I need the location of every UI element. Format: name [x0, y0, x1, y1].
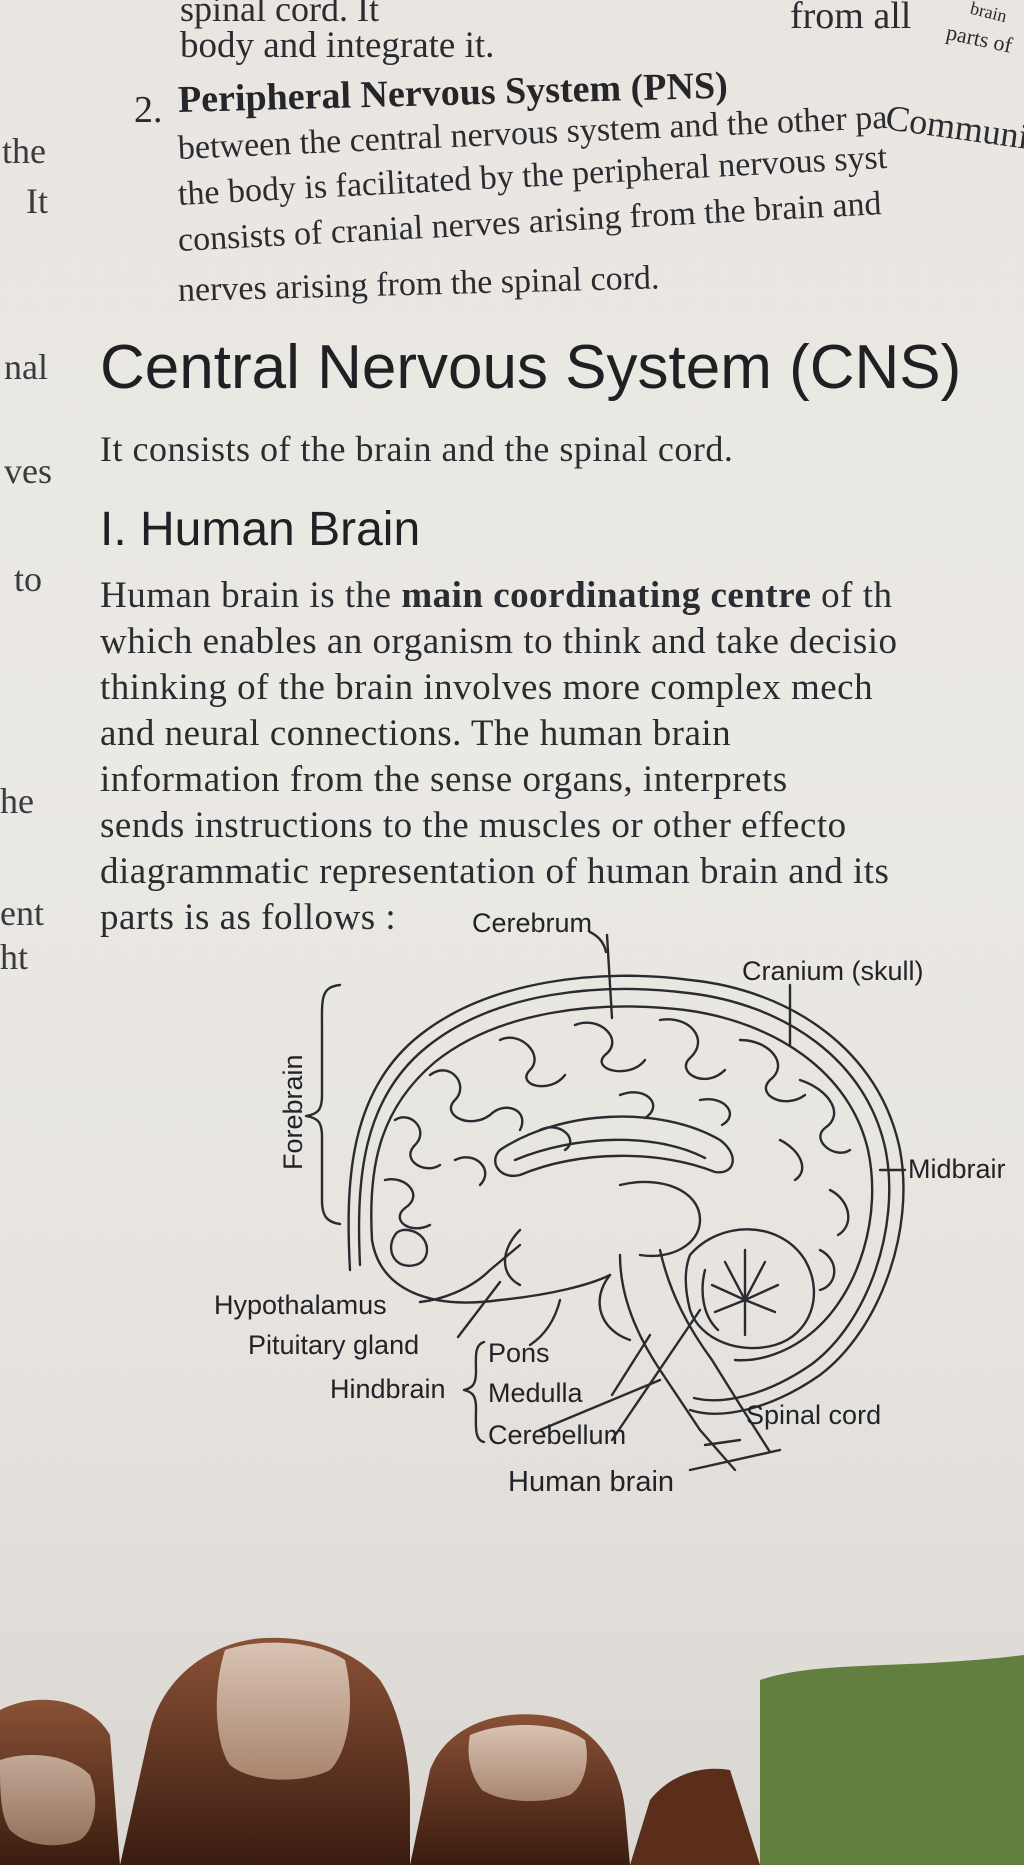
label-cerebrum: Cerebrum [472, 908, 593, 938]
cns-heading: Central Nervous System (CNS) [100, 333, 962, 402]
diagram-caption: Human brain [508, 1466, 675, 1498]
para-line: diagrammatic representation of human bra… [100, 851, 890, 892]
margin-word: to [14, 559, 43, 599]
margin-word: ht [0, 937, 29, 977]
para-line: thinking of the brain involves more comp… [100, 667, 874, 708]
cutoff-line: spinal cord. It [180, 0, 379, 29]
brain-heading: I. Human Brain [100, 503, 421, 556]
cutoff-line: from all [790, 0, 912, 37]
label-pituitary: Pituitary gland [248, 1330, 420, 1360]
brain-illustration [304, 930, 907, 1472]
para-line: and neural connections. The human brain [100, 713, 732, 754]
para-text: Human brain is the [100, 575, 402, 616]
para-line: information from the sense organs, inter… [100, 759, 788, 800]
label-spinal-cord: Spinal cord [746, 1400, 882, 1430]
margin-word: ves [4, 451, 52, 491]
label-cranium: Cranium (skull) [742, 956, 924, 986]
para-bold: main coordinating centre [401, 575, 812, 616]
body-line: body and integrate it. [180, 25, 495, 66]
para-line: which enables an organism to think and t… [100, 621, 898, 662]
label-cerebellum: Cerebellum [488, 1420, 627, 1450]
list-number: 2. [134, 89, 163, 131]
label-midbrain: Midbrair [908, 1154, 1006, 1184]
margin-word: It [26, 181, 48, 221]
label-hypothalamus: Hypothalamus [214, 1290, 387, 1320]
label-hindbrain: Hindbrain [330, 1374, 446, 1404]
cns-intro: It consists of the brain and the spinal … [100, 429, 734, 469]
margin-word: nal [4, 347, 48, 387]
margin-word: the [2, 131, 46, 171]
label-medulla: Medulla [488, 1378, 583, 1408]
fingers-photo [0, 1637, 1024, 1865]
para-line: Human brain is the main coordinating cen… [100, 574, 893, 617]
para-text: of th [811, 575, 893, 616]
para-line: sends instructions to the muscles or oth… [100, 805, 847, 846]
para-line: parts is as follows : [100, 897, 397, 938]
margin-word: ent [0, 893, 44, 933]
label-pons: Pons [488, 1338, 550, 1368]
forebrain-text: Forebrain [278, 1054, 308, 1170]
margin-word: he [0, 781, 34, 821]
